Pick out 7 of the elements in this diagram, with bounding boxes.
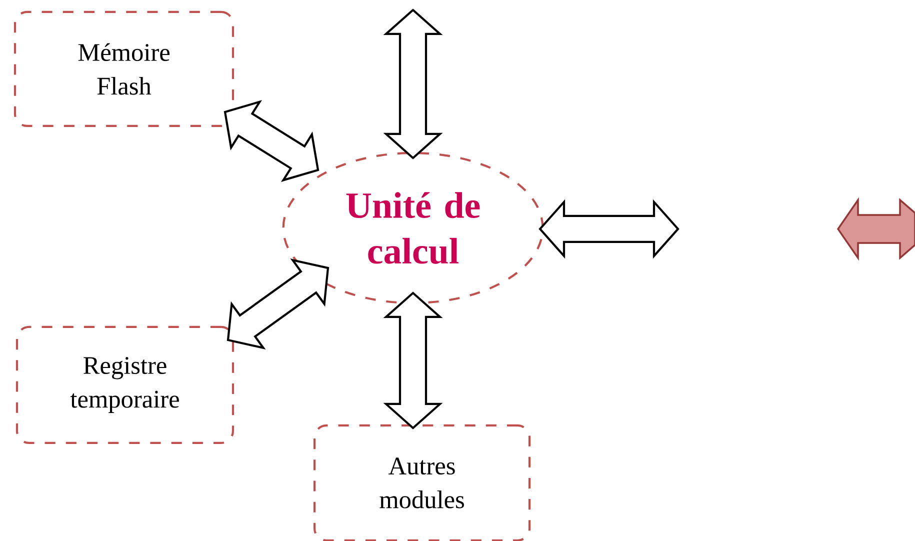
module-box: Mémoire Flash: [14, 10, 234, 128]
double-arrow: [383, 8, 443, 160]
module-box: Autres modules: [313, 424, 531, 541]
module-box: Registre temporaire: [16, 326, 234, 444]
double-arrow: [226, 258, 330, 350]
double-arrow: [383, 292, 443, 430]
double-arrow: [538, 199, 680, 259]
